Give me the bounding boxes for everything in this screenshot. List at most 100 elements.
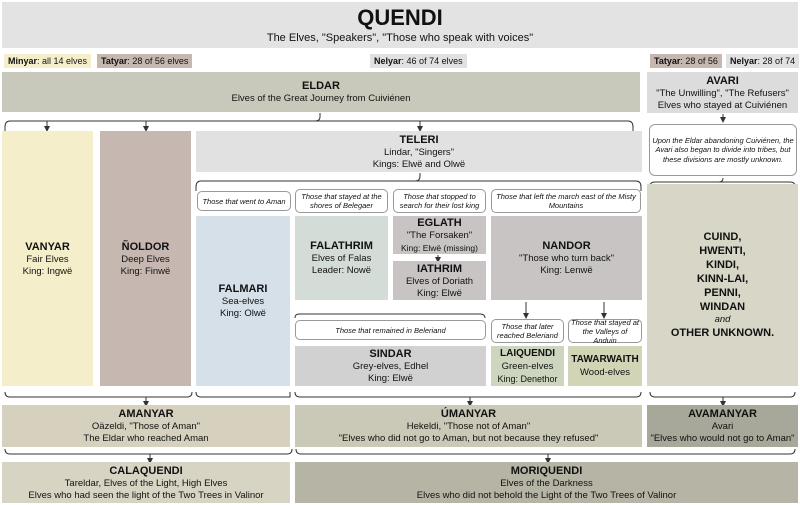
- umanyar-box: ÚMANYAR Hekeldi, "Those not of Aman" "El…: [295, 405, 642, 447]
- quendi-subtitle: The Elves, "Speakers", "Those who speak …: [266, 32, 534, 44]
- vanyar-king: King: Ingwë: [22, 265, 73, 277]
- tawarwaith-alias: Wood-elves: [580, 367, 630, 378]
- falmari-alias: Sea-elves: [221, 296, 265, 307]
- count-nelyar-right-value: 28 of 74: [762, 56, 796, 66]
- noldor-name: ÑOLDOR: [121, 240, 170, 253]
- note-shores-of-belegaer: Those that stayed at the shores of Beleg…: [295, 189, 388, 213]
- moriquendi-desc: Elves who did not behold the Light of th…: [416, 489, 677, 501]
- noldor-king: King: Finwë: [120, 265, 171, 277]
- calaquendi-alias: Tareldar, Elves of the Light, High Elves: [64, 477, 228, 489]
- teleri-name: TELERI: [399, 133, 439, 146]
- nandor-alias: "Those who turn back": [519, 253, 614, 264]
- falmari-king: King: Olwë: [220, 308, 266, 319]
- vanyar-name: VANYAR: [25, 240, 70, 253]
- teleri-kings: Kings: Elwë and Olwë: [372, 158, 466, 170]
- vanyar-alias: Fair Elves: [26, 253, 69, 265]
- umanyar-name: ÚMANYAR: [440, 408, 497, 420]
- tawarwaith-box: TAWARWAITH Wood-elves: [568, 346, 642, 386]
- iathrim-name: IATHRIM: [416, 262, 462, 275]
- falathrim-alias: Elves of Falas: [311, 253, 372, 264]
- moriquendi-box: MORIQUENDI Elves of the Darkness Elves w…: [295, 462, 798, 503]
- eldar-name: ELDAR: [302, 80, 340, 92]
- note-later-reached-beleriand: Those that later reached Beleriand: [491, 319, 564, 343]
- falathrim-leader: Leader: Nowë: [311, 265, 372, 276]
- avari-box: AVARI "The Unwilling", "The Refusers" El…: [647, 72, 798, 113]
- eglath-alias: "The Forsaken": [406, 230, 473, 241]
- falathrim-name: FALATHRIM: [310, 240, 373, 252]
- avari-name: AVARI: [706, 74, 739, 87]
- note-remained-in-beleriand: Those that remained in Beleriand: [295, 320, 486, 340]
- umanyar-desc: "Elves who did not go to Aman, but not b…: [338, 433, 599, 444]
- count-minyar: Minyar: all 14 elves: [4, 54, 92, 68]
- moriquendi-alias: Elves of the Darkness: [500, 477, 593, 489]
- noldor-box: ÑOLDOR Deep Elves King: Finwë: [100, 131, 191, 386]
- iathrim-box: IATHRIM Elves of Doriath King: Elwë: [393, 261, 486, 300]
- quendi-header: QUENDI The Elves, "Speakers", "Those who…: [2, 2, 798, 48]
- note-went-to-aman: Those that went to Aman: [197, 191, 291, 211]
- amanyar-name: AMANYAR: [118, 408, 174, 420]
- iathrim-king: King: Elwë: [417, 287, 462, 299]
- count-nelyar-right-label: Nelyar: [730, 56, 758, 66]
- avari-tribes-box: CUIND, HWENTI, KINDI, KINN-LAI, PENNI, W…: [647, 184, 798, 386]
- count-nelyar-mid: Nelyar: 46 of 74 elves: [370, 54, 467, 68]
- count-tatyar-right-value: 28 of 56: [685, 56, 718, 66]
- avamanyar-name: AVAMANYAR: [688, 408, 757, 420]
- laiquendi-box: LAIQUENDI Green-elves King: Denethor: [491, 346, 564, 386]
- tribe-windan: WINDAN: [699, 301, 746, 313]
- nandor-box: NANDOR "Those who turn back" King: Lenwë: [491, 216, 642, 300]
- avamanyar-desc: "Elves who would not go to Aman": [650, 433, 795, 444]
- count-minyar-value: all 14 elves: [42, 56, 88, 66]
- count-minyar-label: Minyar: [8, 56, 38, 66]
- eldar-box: ELDAR Elves of the Great Journey from Cu…: [2, 72, 640, 112]
- note-valleys-of-anduin: Those that stayed at the Valleys of Andu…: [568, 318, 642, 345]
- tribe-kindi: KINDI,: [706, 259, 739, 271]
- calaquendi-box: CALAQUENDI Tareldar, Elves of the Light,…: [2, 462, 290, 503]
- sindar-box: SINDAR Grey-elves, Edhel King: Elwë: [295, 346, 486, 386]
- tribe-other-unknown: OTHER UNKNOWN.: [670, 327, 775, 339]
- sindar-name: SINDAR: [369, 348, 412, 360]
- falathrim-box: FALATHRIM Elves of Falas Leader: Nowë: [295, 216, 388, 300]
- tawarwaith-name: TAWARWAITH: [571, 354, 639, 365]
- eglath-name: EGLATH: [417, 217, 462, 229]
- amanyar-box: AMANYAR Oäzeldi, "Those of Aman" The Eld…: [2, 405, 290, 447]
- sindar-alias: Grey-elves, Edhel: [352, 361, 429, 372]
- nandor-name: NANDOR: [542, 240, 591, 252]
- vanyar-box: VANYAR Fair Elves King: Ingwë: [2, 131, 93, 386]
- teleri-box: TELERI Lindar, "Singers" Kings: Elwë and…: [196, 131, 642, 172]
- avari-desc: Elves who stayed at Cuiviénen: [657, 99, 788, 111]
- falmari-name: FALMARI: [218, 283, 268, 295]
- calaquendi-name: CALAQUENDI: [109, 464, 183, 477]
- calaquendi-desc: Elves who had seen the light of the Two …: [28, 489, 264, 501]
- quendi-title: QUENDI: [357, 5, 443, 30]
- tribe-cuind: CUIND,: [703, 231, 742, 243]
- nandor-king: King: Lenwë: [540, 265, 593, 276]
- amanyar-desc: The Eldar who reached Aman: [83, 433, 209, 444]
- tribe-kinn-lai: KINN-LAI,: [696, 273, 749, 285]
- count-tatyar-right: Tatyar: 28 of 56: [650, 54, 722, 68]
- amanyar-alias: Oäzeldi, "Those of Aman": [91, 421, 201, 432]
- falmari-box: FALMARI Sea-elves King: Olwë: [196, 216, 290, 386]
- avamanyar-box: AVAMANYAR Avari "Elves who would not go …: [647, 405, 798, 447]
- noldor-alias: Deep Elves: [121, 253, 170, 265]
- moriquendi-name: MORIQUENDI: [510, 464, 583, 477]
- count-tatyar-left-label: Tatyar: [101, 56, 128, 66]
- count-tatyar-left: Tatyar: 28 of 56 elves: [97, 54, 193, 68]
- sindar-king: King: Elwë: [368, 373, 413, 384]
- umanyar-alias: Hekeldi, "Those not of Aman": [406, 421, 531, 432]
- iathrim-alias: Elves of Doriath: [405, 275, 474, 287]
- count-tatyar-left-value: 28 of 56 elves: [132, 56, 189, 66]
- tribe-penni: PENNI,: [704, 287, 741, 299]
- eldar-desc: Elves of the Great Journey from Cuiviéne…: [231, 93, 411, 104]
- count-tatyar-right-label: Tatyar: [654, 56, 681, 66]
- note-misty-mountains: Those that left the march east of the Mi…: [491, 189, 641, 213]
- count-nelyar-right: Nelyar: 28 of 74: [726, 54, 800, 68]
- count-nelyar-mid-label: Nelyar: [374, 56, 402, 66]
- tribe-hwenti: HWENTI,: [699, 245, 746, 257]
- avari-note: Upon the Eldar abandoning Cuiviénen, the…: [649, 124, 797, 176]
- laiquendi-king: King: Denethor: [497, 374, 558, 384]
- eglath-box: EGLATH "The Forsaken" King: Elwë (missin…: [393, 216, 486, 254]
- avamanyar-alias: Avari: [711, 421, 734, 432]
- avari-alias: "The Unwilling", "The Refusers": [656, 87, 789, 99]
- tribe-and: and: [714, 314, 731, 325]
- count-nelyar-mid-value: 46 of 74 elves: [406, 56, 463, 66]
